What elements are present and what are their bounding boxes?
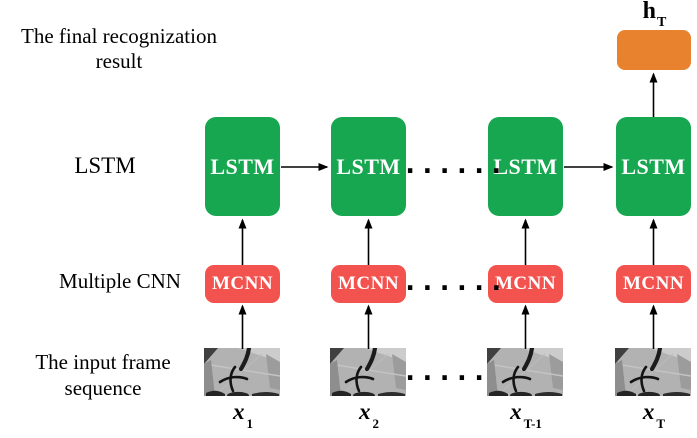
frame-label-x2-sub: 2 [372,415,380,431]
frame-label-x1-base: x [233,399,245,424]
mcnn-box-3: MCNN [488,265,563,303]
hidden-state-base: h [642,0,656,24]
frame-label-xt1-base: x [510,399,522,424]
output-box [617,30,691,70]
final-result-label: The final recognization result [0,24,238,74]
mcnn-row-label: Multiple CNN [59,269,181,293]
mcnn-box-2: MCNN [331,265,406,303]
input-row-label: The input frame sequence [0,349,206,401]
ellipsis-mcnn-row: ...... [402,266,506,297]
lstm-box-1: LSTM [205,117,280,216]
frame-label-xt-sub: T [656,415,666,431]
ellipsis-frame-row: ...... [402,356,506,387]
hidden-state-subscript: T [657,14,667,30]
final-result-label-line1: The final recognization [21,24,217,48]
frame-label-x1-sub: 1 [246,415,254,431]
lstm-row-label: LSTM [74,153,136,178]
input-row-label-line1: The input frame [35,350,171,374]
lstm-box-2: LSTM [331,117,406,216]
lstm-box-4: LSTM [616,117,691,216]
input-frame-image-1 [204,348,280,396]
input-frame-image-2 [330,348,406,396]
frame-label-xt1-sub: T-1 [523,415,542,431]
ellipsis-lstm-row: ...... [402,149,506,180]
input-row-label-line2: sequence [64,376,142,400]
lstm-box-3: LSTM [488,117,563,216]
input-frame-image-3 [487,348,563,396]
mcnn-box-4: MCNN [616,265,691,303]
frame-label-xt-base: x [642,399,655,424]
frame-label-x2-base: x [359,399,371,424]
input-frame-image-4 [615,348,691,396]
hidden-state-label: hT [617,0,691,30]
final-result-label-line2: result [95,49,143,73]
mcnn-box-1: MCNN [205,265,280,303]
